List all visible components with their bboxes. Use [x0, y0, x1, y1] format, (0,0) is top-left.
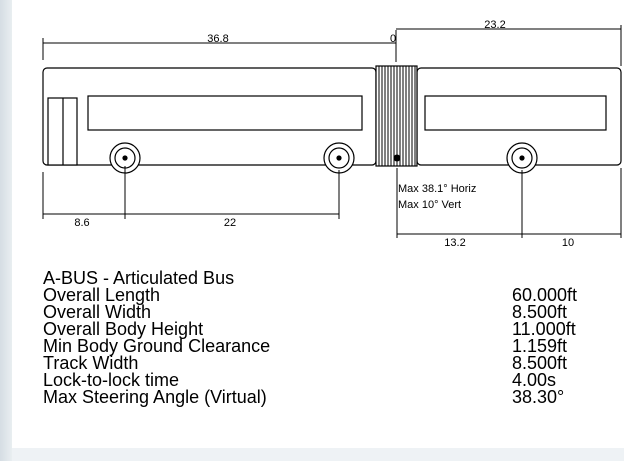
left-edge-strip [0, 0, 12, 461]
spec-row-max-steering-angle: Max Steering Angle (Virtual) 38.30° [43, 387, 603, 407]
spec-value: 1.159ft [512, 336, 568, 356]
spec-title: A-BUS - Articulated Bus [43, 268, 235, 288]
dim-label-joint-to-rear-axle: 13.2 [444, 237, 465, 249]
spec-row-track-width: Track Width 8.500ft [43, 353, 603, 373]
front-window-band [87, 95, 363, 131]
spec-row-overall-width: Overall Width 8.500ft [43, 302, 603, 322]
spec-value: 38.30° [512, 387, 565, 407]
bellows-folds [378, 66, 416, 166]
spec-row-overall-body-height: Overall Body Height 11.000ft [43, 319, 603, 339]
bottom-dimensions [42, 166, 622, 238]
dim-label-front-overhang: 8.6 [74, 217, 89, 229]
spec-label: Lock-to-lock time [43, 370, 180, 390]
spec-label: Overall Body Height [43, 319, 204, 339]
spec-label: Max Steering Angle (Virtual) [43, 387, 267, 407]
top-dimensions [42, 25, 622, 66]
spec-value: 60.000ft [512, 285, 578, 305]
spec-label: Overall Length [43, 285, 161, 305]
spec-value: 8.500ft [512, 302, 568, 322]
wheel-rear-axle [506, 142, 538, 174]
spec-value: 8.500ft [512, 353, 568, 373]
spec-row-ground-clearance: Min Body Ground Clearance 1.159ft [43, 336, 603, 356]
spec-label: Overall Width [43, 302, 152, 322]
rear-window-band [424, 95, 607, 131]
spec-value: 11.000ft [512, 319, 576, 339]
spec-value: 4.00s [512, 370, 557, 390]
spec-label: Min Body Ground Clearance [43, 336, 271, 356]
dim-label-rear-section: 23.2 [484, 19, 505, 31]
dim-label-front-section: 36.8 [207, 33, 228, 45]
spec-label: Track Width [43, 353, 139, 373]
dim-label-front-wheelbase: 22 [224, 217, 236, 229]
spec-row-overall-length: Overall Length 60.000ft [43, 285, 603, 305]
wheel-middle-axle [323, 142, 355, 174]
bus-body [42, 67, 622, 166]
articulation-note-horizontal: Max 38.1° Horiz [398, 183, 476, 195]
articulation-joint [375, 65, 418, 167]
spec-row-lock-to-lock: Lock-to-lock time 4.00s [43, 370, 603, 390]
dim-label-rear-overhang: 10 [562, 237, 574, 249]
pivot-point [393, 154, 401, 162]
wheel-front-axle [109, 142, 141, 174]
dim-label-joint-offset: 0 [390, 33, 396, 45]
articulation-note-vertical: Max 10° Vert [398, 199, 461, 211]
